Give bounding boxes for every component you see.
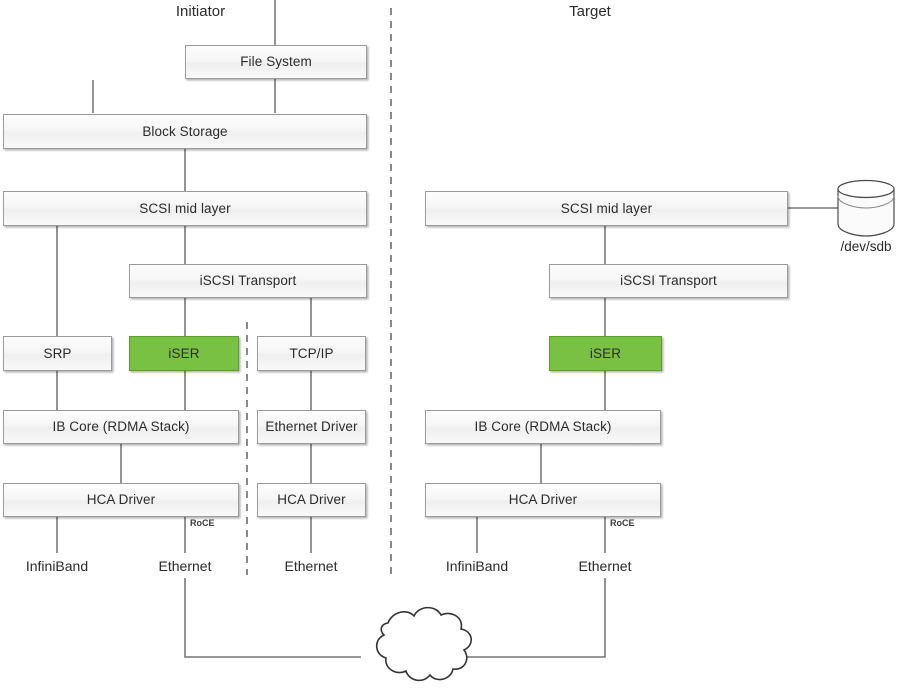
section-title-target: Target <box>569 3 611 20</box>
box-initiator-srp[interactable]: SRP <box>3 336 112 371</box>
box-target-iser[interactable]: iSER <box>549 336 662 371</box>
box-target-scsi-mid-layer[interactable]: SCSI mid layer <box>425 191 788 226</box>
fabric-label-initiator-ethernet-roce: Ethernet <box>158 558 212 574</box>
box-initiator-ethernet-driver[interactable]: Ethernet Driver <box>257 410 366 444</box>
fabric-label-target-ethernet-roce: Ethernet <box>578 558 632 574</box>
edge-fabric-cloud-to-target <box>440 578 606 658</box>
box-target-iscsi-transport[interactable]: iSCSI Transport <box>549 264 788 298</box>
section-title-initiator: Initiator <box>175 3 226 20</box>
fabric-label-initiator-infiniband: InfiniBand <box>25 558 89 574</box>
box-initiator-scsi-mid-layer[interactable]: SCSI mid layer <box>3 191 367 226</box>
storage-disk-icon <box>837 179 895 237</box>
box-initiator-file-system[interactable]: File System <box>185 45 367 79</box>
fabric-label-initiator-ethernet-tcp: Ethernet <box>284 558 338 574</box>
box-initiator-hca-driver-2[interactable]: HCA Driver <box>257 483 366 517</box>
box-initiator-ib-core[interactable]: IB Core (RDMA Stack) <box>3 410 239 444</box>
fabric-label-target-infiniband: InfiniBand <box>445 558 509 574</box>
box-initiator-iser[interactable]: iSER <box>129 336 239 371</box>
box-initiator-hca-driver[interactable]: HCA Driver <box>3 483 239 517</box>
box-initiator-tcp-ip[interactable]: TCP/IP <box>257 336 366 371</box>
annotation-target-roce: RoCE <box>610 518 635 528</box>
box-initiator-iscsi-transport[interactable]: iSCSI Transport <box>129 264 367 298</box>
storage-device-label: /dev/sdb <box>840 239 892 254</box>
box-target-ib-core[interactable]: IB Core (RDMA Stack) <box>425 410 661 444</box>
edge-fabric-initiator-to-cloud <box>184 578 361 658</box>
annotation-initiator-roce: RoCE <box>190 518 215 528</box>
box-initiator-block-storage[interactable]: Block Storage <box>3 114 367 149</box>
box-target-hca-driver[interactable]: HCA Driver <box>425 483 661 517</box>
network-cloud-icon <box>375 606 472 682</box>
